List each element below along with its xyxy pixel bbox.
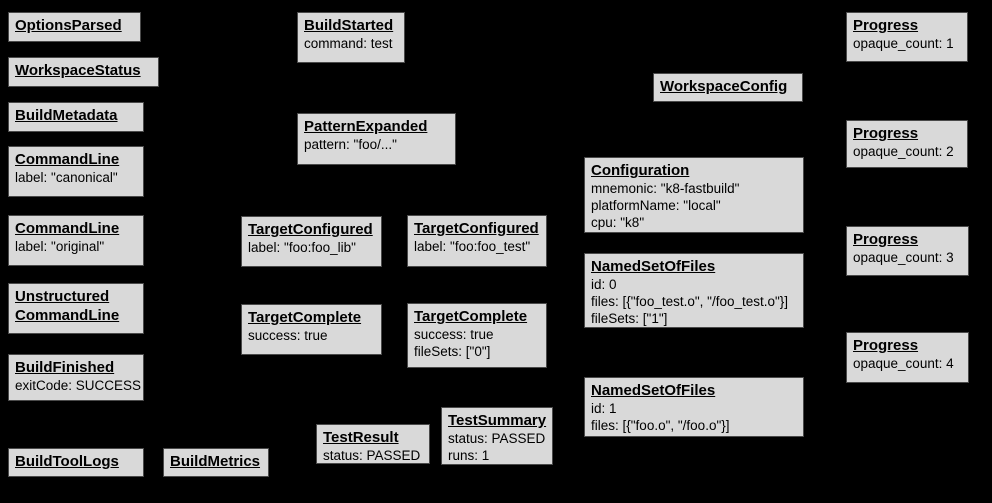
event-box-title: PatternExpanded xyxy=(304,118,428,135)
event-box-target-configured-foo-test: TargetConfigured label: "foo:foo_test" xyxy=(407,215,547,267)
event-box-command-line-canonical: CommandLine label: "canonical" xyxy=(8,146,144,197)
event-box-title: NamedSetOfFiles xyxy=(591,382,716,399)
event-box-workspace-status: WorkspaceStatus xyxy=(8,57,159,87)
event-box-named-set-of-files-1: NamedSetOfFiles id: 1 files: [{"foo.o", "/… xyxy=(584,377,804,437)
event-box-title: Unstructured xyxy=(15,288,110,305)
event-box-title: Progress xyxy=(853,125,919,142)
event-box-title: WorkspaceConfig xyxy=(660,78,788,95)
event-box-title: Progress xyxy=(853,337,919,354)
event-box-title: TargetConfigured xyxy=(414,220,539,237)
event-box-test-summary: TestSummary status: PASSED runs: 1 xyxy=(441,407,553,465)
event-box-property: cpu: "k8" xyxy=(591,215,645,230)
event-box-property: opaque_count: 3 xyxy=(853,250,954,265)
event-box-title: TargetConfigured xyxy=(248,221,373,238)
event-box-property: mnemonic: "k8-fastbuild" xyxy=(591,181,740,196)
event-box-property: status: PASSED xyxy=(448,431,546,446)
event-box-property: id: 1 xyxy=(591,401,617,416)
event-box-progress-1: Progress opaque_count: 1 xyxy=(846,12,968,62)
event-box-title: NamedSetOfFiles xyxy=(591,258,716,275)
event-box-workspace-config: WorkspaceConfig xyxy=(653,73,803,102)
event-box-property: pattern: "foo/..." xyxy=(304,137,397,152)
event-box-title: Configuration xyxy=(591,162,690,179)
event-box-command-line-original: CommandLine label: "original" xyxy=(8,215,144,266)
event-box-property: opaque_count: 2 xyxy=(853,144,954,159)
event-box-options-parsed: OptionsParsed xyxy=(8,12,141,42)
event-box-build-tool-logs: BuildToolLogs xyxy=(8,448,144,477)
event-box-title: TestSummary xyxy=(448,412,547,429)
event-box-property: success: true xyxy=(414,327,494,342)
event-box-progress-3: Progress opaque_count: 3 xyxy=(846,226,969,276)
event-box-title: TargetComplete xyxy=(248,309,362,326)
event-box-title: BuildMetrics xyxy=(170,453,261,470)
event-box-property: status: PASSED xyxy=(323,448,421,463)
event-box-build-metadata: BuildMetadata xyxy=(8,102,144,132)
event-box-configuration: Configuration mnemonic: "k8-fastbuild" pla… xyxy=(584,157,804,233)
event-box-property: files: [{"foo.o", "/foo.o"}] xyxy=(591,418,730,433)
event-box-title: OptionsParsed xyxy=(15,17,122,34)
event-box-property: command: test xyxy=(304,36,393,51)
event-box-property: label: "foo:foo_test" xyxy=(414,239,531,254)
event-box-target-complete-lib: TargetComplete success: true xyxy=(241,304,382,355)
event-box-title: BuildMetadata xyxy=(15,107,118,124)
event-box-title: Progress xyxy=(853,231,919,248)
event-box-property: exitCode: SUCCESS xyxy=(15,378,142,393)
event-box-property: opaque_count: 1 xyxy=(853,36,954,51)
event-box-title: WorkspaceStatus xyxy=(15,62,141,79)
event-box-title: CommandLine xyxy=(15,220,120,237)
event-box-property: platformName: "local" xyxy=(591,198,721,213)
event-box-property: fileSets: ["1"] xyxy=(591,311,668,326)
event-box-title: CommandLine xyxy=(15,151,120,168)
event-box-build-metrics: BuildMetrics xyxy=(163,448,269,477)
event-box-pattern-expanded: PatternExpanded pattern: "foo/..." xyxy=(297,113,456,165)
event-box-title: TestResult xyxy=(323,429,399,446)
event-box-property: opaque_count: 4 xyxy=(853,356,954,371)
event-box-build-started: BuildStarted command: test xyxy=(297,12,405,63)
event-box-property: label: "original" xyxy=(15,239,105,254)
event-box-property: label: "foo:foo_lib" xyxy=(248,240,356,255)
event-box-progress-2: Progress opaque_count: 2 xyxy=(846,120,968,168)
event-box-property: id: 0 xyxy=(591,277,617,292)
event-box-title: Progress xyxy=(853,17,919,34)
event-box-title: TargetComplete xyxy=(414,308,528,325)
event-box-title: BuildStarted xyxy=(304,17,394,34)
event-box-title: BuildFinished xyxy=(15,359,115,376)
event-box-named-set-of-files-0: NamedSetOfFiles id: 0 files: [{"foo_test.o… xyxy=(584,253,804,328)
event-box-property: runs: 1 xyxy=(448,448,490,463)
event-box-test-result: TestResult status: PASSED xyxy=(316,424,430,464)
event-box-build-finished: BuildFinished exitCode: SUCCESS xyxy=(8,354,144,401)
event-box-target-complete-test: TargetComplete success: true fileSets: ["0… xyxy=(407,303,547,368)
event-box-property: files: [{"foo_test.o", "/foo_test.o"}] xyxy=(591,294,789,309)
event-box-progress-4: Progress opaque_count: 4 xyxy=(846,332,969,383)
event-box-target-configured-foo-lib: TargetConfigured label: "foo:foo_lib" xyxy=(241,216,382,267)
event-box-title: BuildToolLogs xyxy=(15,453,119,470)
event-box-property: fileSets: ["0"] xyxy=(414,344,491,359)
event-box-title: CommandLine xyxy=(15,307,120,324)
event-box-property: label: "canonical" xyxy=(15,170,118,185)
event-box-property: success: true xyxy=(248,328,328,343)
